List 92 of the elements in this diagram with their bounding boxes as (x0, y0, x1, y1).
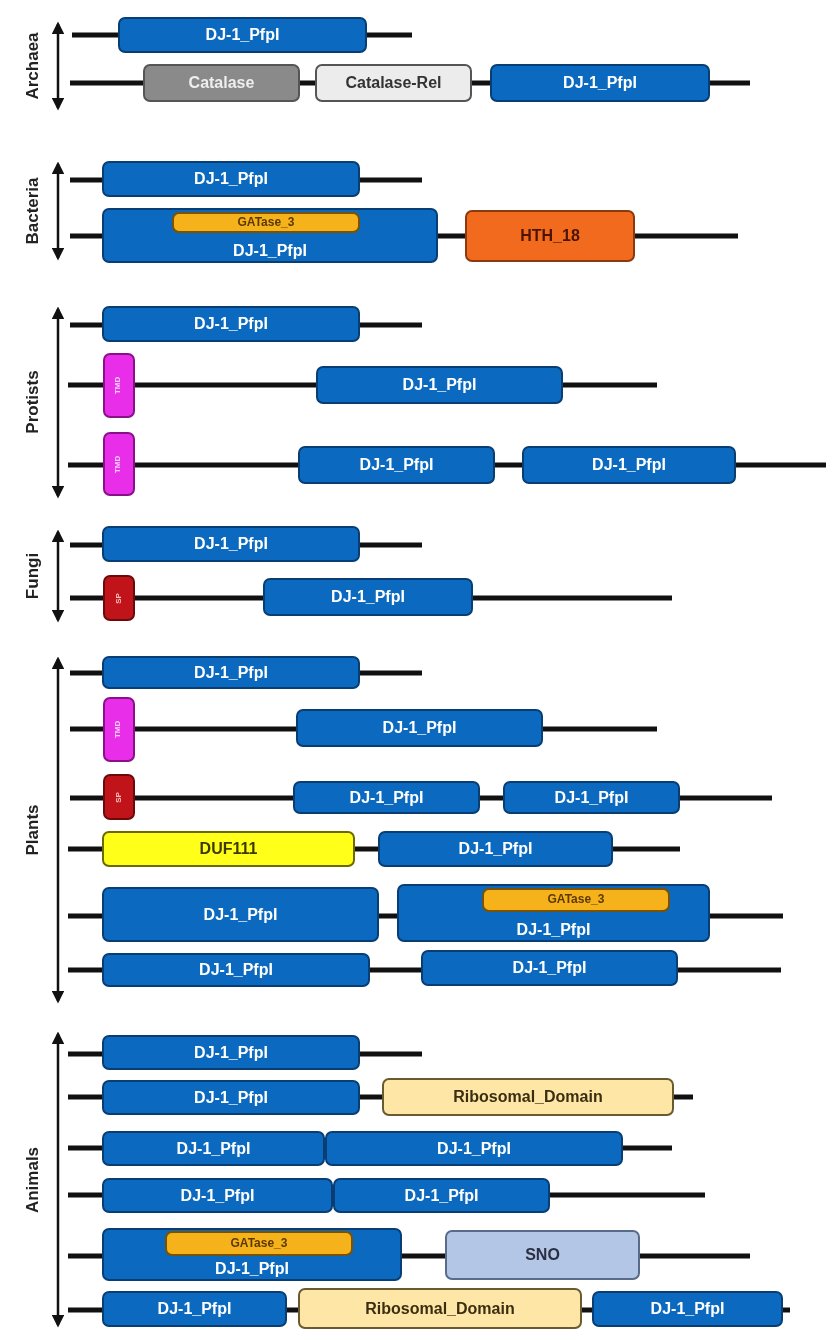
group-label: Animals (23, 1146, 43, 1214)
domain-label: SP (114, 592, 124, 604)
domain-box (378, 831, 613, 867)
domain-box (421, 950, 678, 986)
domain-box (102, 1131, 325, 1166)
domain-label: DJ-1_PfpI (349, 788, 424, 807)
domain-label: DJ-1_PfpI (194, 170, 268, 188)
domain-label: TMD (114, 455, 124, 473)
domain-box (333, 1178, 550, 1213)
motif-box (103, 575, 135, 621)
domain-label: DJ-1_PfpI (554, 788, 629, 807)
domain-box (172, 212, 360, 233)
domain-label: DJ-1_PfpI (512, 959, 587, 977)
group-label: Protists (23, 370, 43, 434)
domain-box (102, 1035, 360, 1070)
domain-label: DUF111 (199, 840, 258, 858)
domain-box (315, 64, 472, 102)
domain-box (102, 1178, 333, 1213)
domain-label: DJ-1_PfpI (199, 961, 273, 979)
domain-label: DJ-1_PfpI (194, 1088, 268, 1107)
domain-label: DJ-1_PfpI (194, 315, 268, 333)
domain-box (102, 161, 360, 197)
motif-box (103, 353, 135, 418)
domain-box (102, 208, 438, 263)
domain-box (102, 1291, 287, 1327)
domain-box (263, 578, 473, 616)
domain-label: HTH_18 (520, 227, 580, 245)
domain-box (102, 656, 360, 689)
domain-box (118, 17, 367, 53)
domain-label: SP (114, 791, 124, 803)
domain-label: GATase_3 (547, 893, 605, 907)
domain-label: DJ-1_PfpI (194, 663, 268, 682)
domain-label: DJ-1_PfpI (359, 456, 434, 474)
domain-box (482, 888, 670, 912)
domain-box (102, 526, 360, 562)
domain-label: DJ-1_PfpI (194, 535, 268, 553)
domain-label: DJ-1_PfpI (437, 1139, 511, 1158)
domain-label: DJ-1_PfpI (458, 840, 533, 858)
domain-box (165, 1231, 353, 1256)
domain-label: Catalase (188, 74, 255, 92)
domain-box (102, 953, 370, 987)
domain-label: DJ-1_PfpI (404, 1186, 479, 1205)
domain-label: GATase_3 (230, 1236, 288, 1251)
domain-label: GATase_3 (237, 215, 295, 230)
domain-box (298, 1288, 582, 1329)
domain-label: DJ-1_PfpI (233, 242, 307, 260)
domain-box (102, 831, 355, 867)
domain-box (397, 884, 710, 942)
domain-label: Catalase-Rel (345, 74, 442, 92)
domain-label: DJ-1_PfpI (205, 26, 280, 44)
domain-box (293, 781, 480, 814)
domain-box (102, 1080, 360, 1115)
domain-label: DJ-1_PfpI (382, 719, 457, 737)
domain-box (465, 210, 635, 262)
group-label: Plants (23, 804, 43, 856)
domain-box (382, 1078, 674, 1116)
domain-box (143, 64, 300, 102)
domain-label: DJ-1_PfpI (650, 1300, 725, 1318)
domain-label: DJ-1_PfpI (157, 1300, 232, 1318)
domain-box (490, 64, 710, 102)
motif-box (103, 697, 135, 762)
domain-label: DJ-1_PfpI (176, 1139, 251, 1158)
domain-box (296, 709, 543, 747)
domain-box (102, 1228, 402, 1281)
domain-box (102, 306, 360, 342)
domain-box (316, 366, 563, 404)
domain-label: SNO (525, 1246, 560, 1264)
domain-label: DJ-1_PfpI (516, 921, 591, 939)
domain-label: DJ-1_PfpI (215, 1260, 289, 1278)
domain-box (102, 887, 379, 942)
domain-label: DJ-1_PfpI (563, 74, 637, 92)
group-label: Archaea (23, 32, 43, 100)
domain-box (522, 446, 736, 484)
domain-box (298, 446, 495, 484)
domain-label: DJ-1_PfpI (592, 456, 666, 474)
domain-box (445, 1230, 640, 1280)
domain-box (503, 781, 680, 814)
group-label: Fungi (23, 552, 43, 600)
group-label: Bacteria (23, 177, 43, 245)
motif-box (103, 774, 135, 820)
domain-label: DJ-1_PfpI (331, 588, 405, 606)
domain-box (325, 1131, 623, 1166)
domain-label: Ribosomal_Domain (365, 1299, 515, 1318)
domain-label: DJ-1_PfpI (194, 1043, 268, 1062)
domain-box (592, 1291, 783, 1327)
domain-label: Ribosomal_Domain (453, 1088, 603, 1106)
domain-label: TMD (114, 376, 124, 395)
domain-label: DJ-1_PfpI (402, 376, 477, 394)
motif-box (103, 432, 135, 496)
domain-label: DJ-1_PfpI (180, 1186, 255, 1205)
domain-label: DJ-1_PfpI (203, 905, 278, 924)
domain-label: TMD (114, 720, 124, 739)
